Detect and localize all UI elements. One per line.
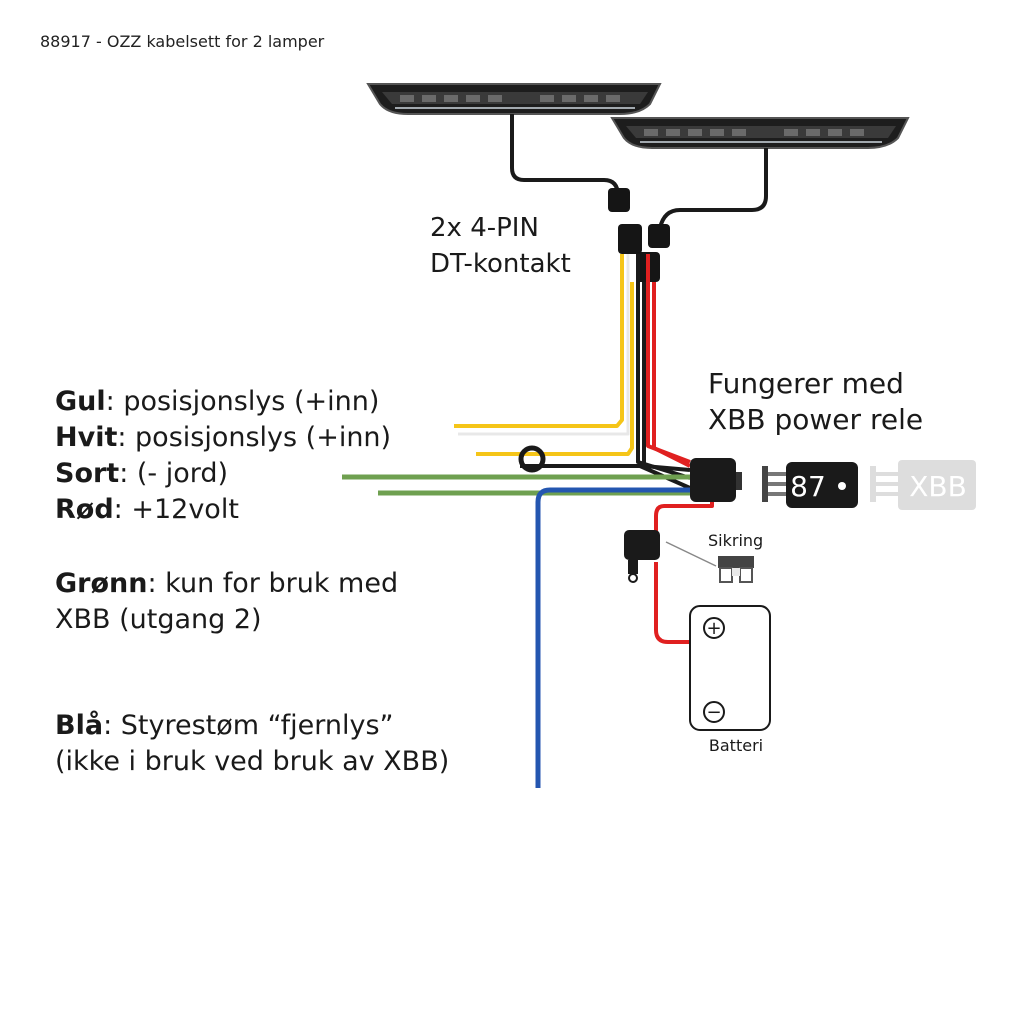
white-wire: [458, 254, 630, 436]
page-title: 88917 - OZZ kabelsett for 2 lamper: [40, 32, 325, 51]
dt-connector-lamp-1: [608, 188, 630, 212]
wire-legend-basic: Gul: posisjonslys (+inn) Hvit: posisjons…: [55, 384, 391, 528]
relay-compat-label-line1: Fungerer med: [708, 367, 904, 400]
legend-key-red: Rød: [55, 494, 114, 525]
black-wire-lamp-2: [642, 282, 691, 472]
fuse-icon: [718, 556, 754, 583]
red-wire-to-battery: [654, 562, 710, 644]
dt-connector-harness-1: [618, 224, 642, 254]
legend-key-white: Hvit: [55, 422, 118, 453]
legend-text-red: : +12volt: [113, 494, 239, 525]
dt-connector-label-line2: DT-kontakt: [430, 249, 571, 279]
legend-text-white: : posisjonslys (+inn): [117, 422, 392, 453]
dt-connector-lamp-2: [648, 224, 670, 248]
legend-key-green: Grønn: [55, 568, 148, 599]
black-wire-lamp-1: [636, 254, 691, 480]
black-wire-ground: [520, 464, 691, 490]
legend-item-black: Sort: (- jord): [55, 456, 391, 492]
fuse-label: Sikring: [708, 531, 763, 550]
battery-label: Batteri: [709, 736, 763, 755]
blue-wire: [535, 487, 690, 788]
red-wire-lamp-2: [652, 282, 691, 468]
relay-compat-label: Fungerer med XBB power rele: [708, 366, 923, 438]
legend-text-black: : (- jord): [119, 458, 229, 489]
legend-item-blue-cont: (ikke i bruk ved bruk av XBB): [55, 746, 450, 777]
xbb-label: XBB: [909, 470, 967, 503]
legend-key-black: Sort: [55, 458, 120, 489]
lamp-2-cable: [658, 148, 768, 229]
battery-minus-sign: −: [706, 702, 721, 723]
legend-key-yellow: Gul: [55, 386, 106, 417]
legend-text-green: : kun for bruk med: [147, 568, 399, 599]
xbb-relay-ghost: XBB: [870, 460, 976, 510]
legend-item-white: Hvit: posisjonslys (+inn): [55, 420, 391, 456]
red-wire-to-fuse: [654, 500, 714, 534]
relay-87-label: 87: [790, 470, 826, 503]
legend-item-blue: Blå: Styrestøm “fjernlys”: [55, 708, 449, 744]
relay-compat-label-line2: XBB power rele: [708, 403, 924, 436]
yellow-wire-lamp-1: [454, 254, 624, 428]
lamp-1-cable: [510, 114, 620, 197]
legend-text-yellow: : posisjonslys (+inn): [105, 386, 380, 417]
yellow-wire-lamp-2: [476, 282, 634, 456]
legend-item-green: Grønn: kun for bruk med: [55, 566, 398, 602]
wire-legend-green: Grønn: kun for bruk med XBB (utgang 2): [55, 566, 398, 638]
fuse-pointer-line: [665, 541, 717, 567]
dt-connector-label-line1: 2x 4-PIN: [430, 213, 539, 243]
legend-item-green-cont: XBB (utgang 2): [55, 604, 262, 635]
led-light-bar-1: [366, 83, 662, 115]
led-light-bar-2: [610, 117, 910, 149]
battery-minus-terminal: [703, 701, 725, 723]
legend-key-blue: Blå: [55, 710, 104, 741]
relay-housing: [690, 458, 742, 502]
legend-item-red: Rød: +12volt: [55, 492, 391, 528]
legend-item-yellow: Gul: posisjonslys (+inn): [55, 384, 391, 420]
fuse-holder: [624, 530, 660, 583]
red-wire-lamp-1: [646, 254, 691, 464]
dt-connector-label: 2x 4-PIN DT-kontakt: [430, 210, 571, 282]
legend-text-blue: : Styrestøm “fjernlys”: [103, 710, 394, 741]
battery: + −: [689, 605, 771, 731]
battery-plus-terminal: [703, 617, 725, 639]
wire-legend-blue: Blå: Styrestøm “fjernlys” (ikke i bruk v…: [55, 708, 449, 780]
battery-plus-sign: +: [706, 618, 721, 639]
ground-ring-terminal: [518, 445, 546, 473]
relay-87-plug: 87: [762, 462, 858, 508]
